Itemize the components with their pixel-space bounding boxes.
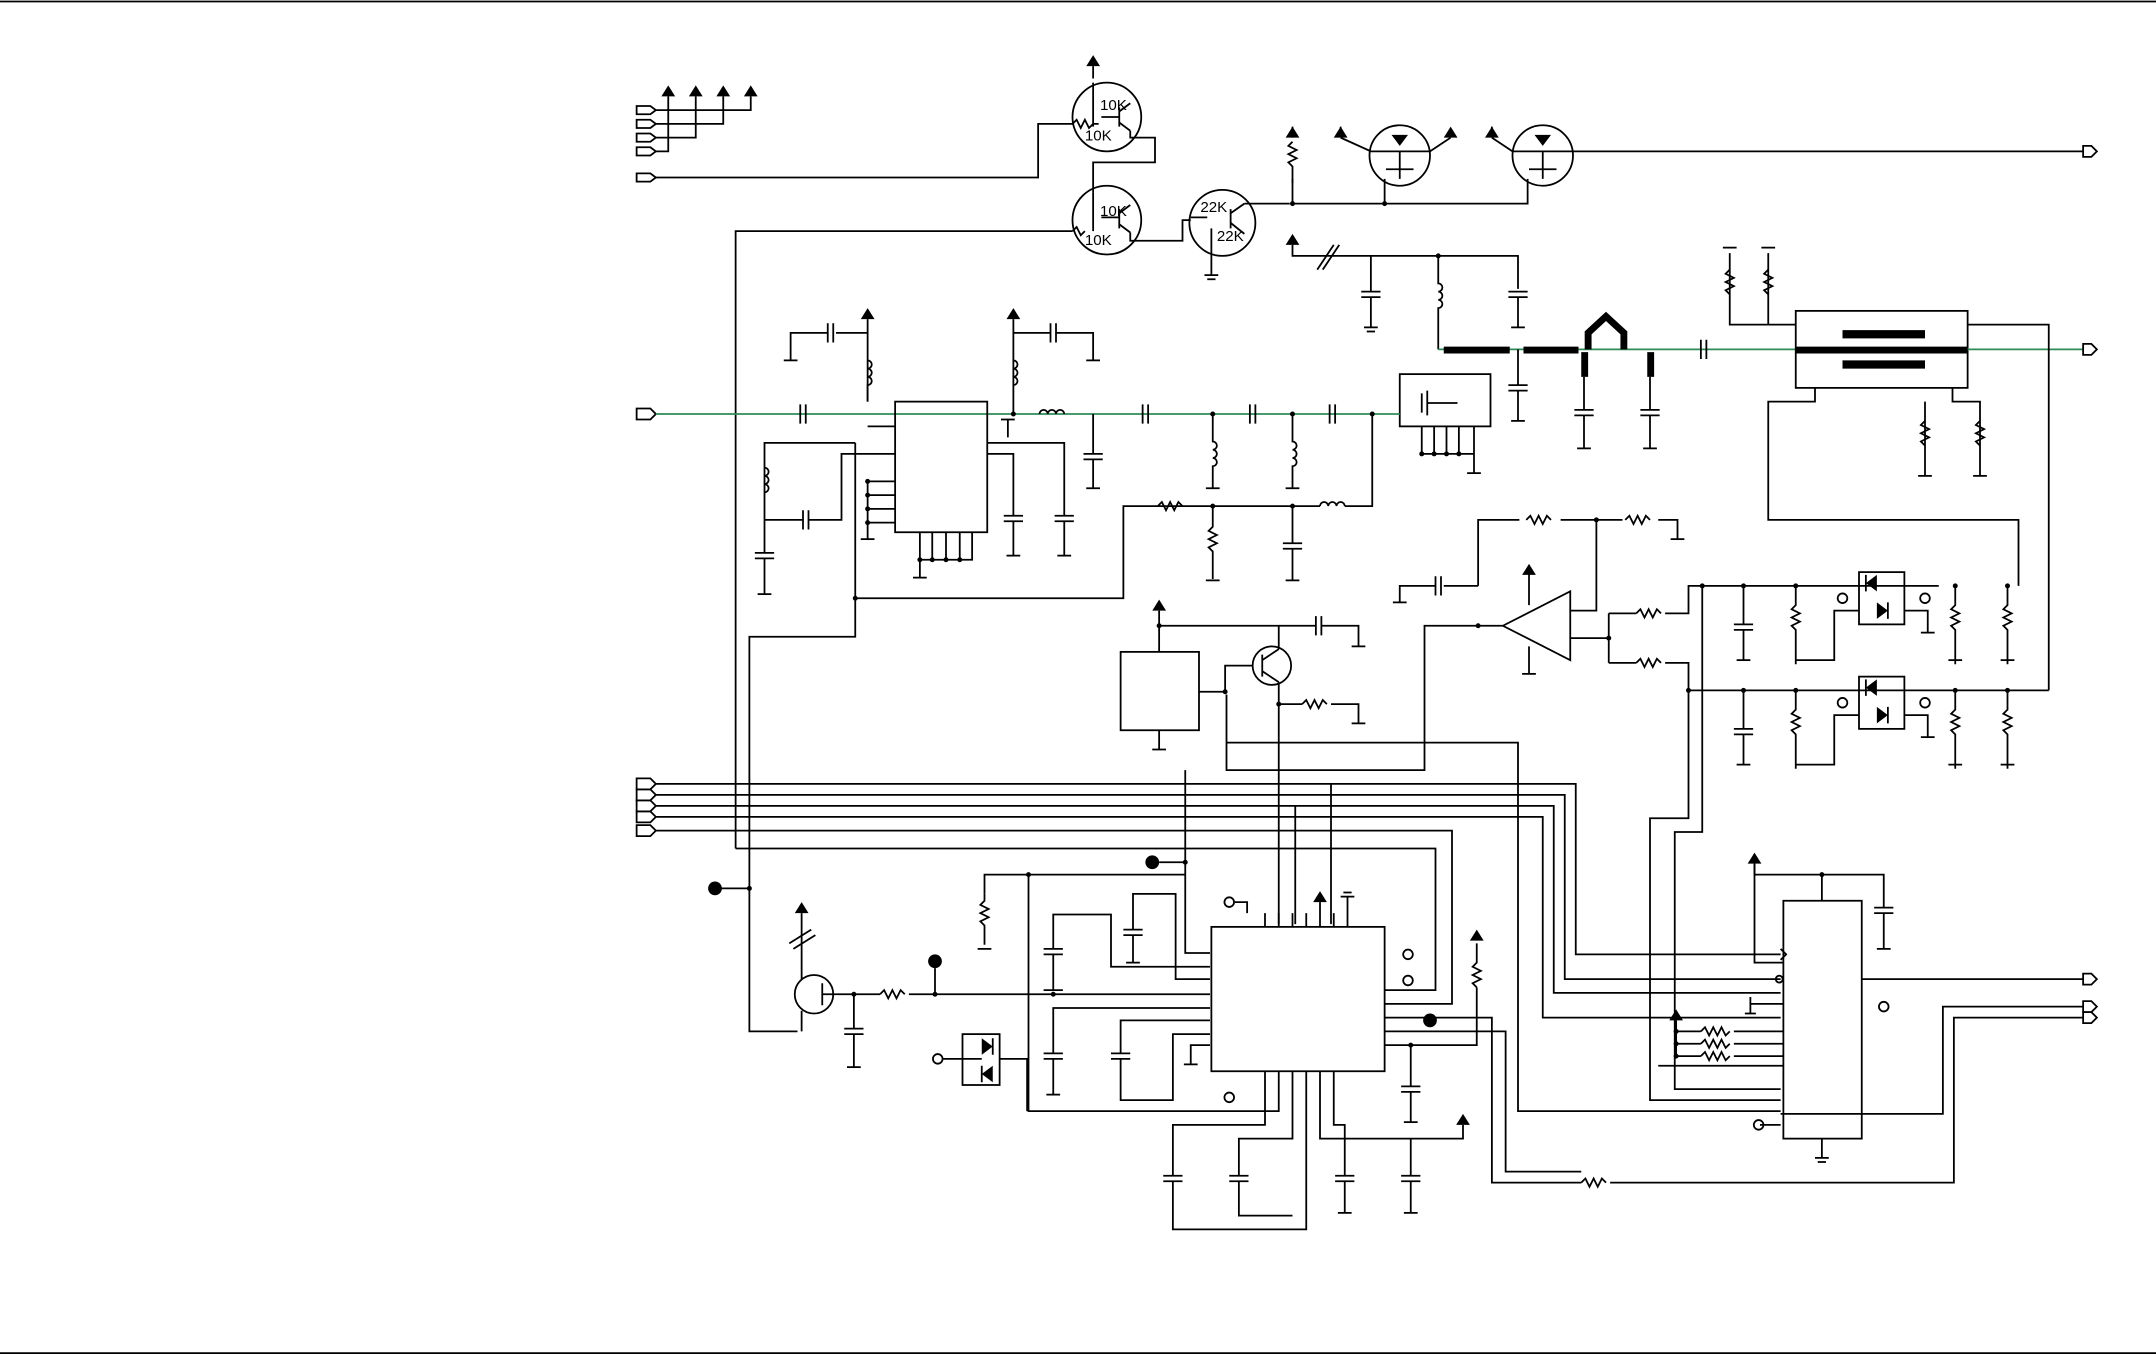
buffer-transistor [1253,626,1366,924]
digital-transistor-top: 10K 10K [1073,55,1156,193]
q-mid-r1-label: 10K [1100,203,1127,220]
rf-detector-diode [933,1034,1027,1111]
q-right-r2-label: 22K [1217,228,1244,245]
regulator-block [1121,600,1366,750]
rf-power-amplifier [1400,374,1491,473]
control-input-port [637,124,1073,182]
rf-input-port [637,404,1400,423]
control-bus [637,743,1781,1112]
rf-transmission-line [1438,316,1796,448]
q-mid-r2-label: 10K [1085,232,1112,249]
q-top-r2-label: 10K [1085,127,1112,144]
directional-coupler [1723,248,2097,691]
pmos-switch-1 [1286,125,1458,206]
q-top-r1-label: 10K [1100,97,1127,114]
ptt-transistor [708,882,1210,1068]
rf-supply-section [1286,234,1528,350]
pmos-switch-2 [1385,125,2097,203]
lo-filter-section [853,308,1375,601]
controller-ic [978,855,2084,1229]
rf-ic-block [749,308,1074,1031]
q-right-r1-label: 22K [1200,199,1227,216]
synthesizer-ic [1658,853,2097,1162]
bus-input-ports [637,85,758,155]
digital-transistor-right: 22K 22K [1189,190,1289,279]
